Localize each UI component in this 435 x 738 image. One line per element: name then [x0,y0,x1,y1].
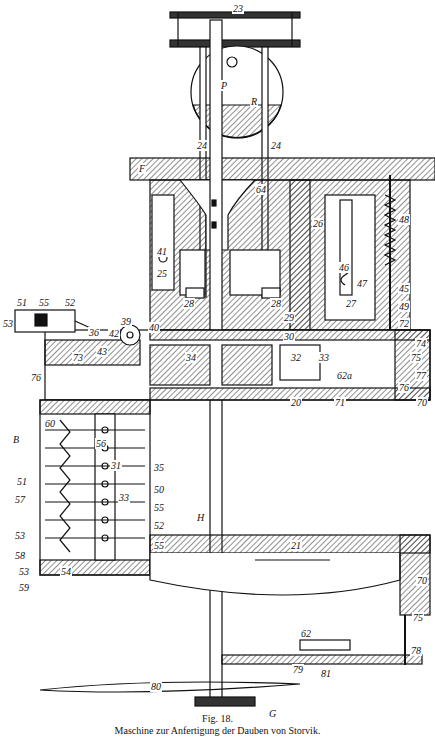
callout-number: 21 [290,540,302,551]
callout-number: 24 [196,140,208,151]
callout-number: 33 [118,492,130,503]
callout-number: 79 [292,664,304,675]
callout-number: 26 [312,218,324,229]
callout-number: 75 [412,612,424,623]
callout-number: 56 [95,438,107,449]
callout-number: 74 [415,338,427,349]
callout-number: B [12,434,20,445]
callout-number: 45 [398,283,410,294]
callout-number: 62 [300,628,312,639]
callout-number: 76 [398,382,410,393]
callout-number: 81 [320,668,332,679]
callout-number: 20 [290,397,302,408]
callout-number: 36 [88,327,100,338]
callout-number: 52 [153,520,165,531]
callout-number: 55 [38,297,50,308]
callout-number: 29 [283,312,295,323]
callout-number: 24 [270,140,282,151]
figure-caption: Maschine zur Anfertigung der Dauben von … [0,725,435,737]
callout-number: 47 [356,278,368,289]
callout-number: 48 [398,214,410,225]
callout-number: 50 [153,484,165,495]
callout-number: 34 [185,352,197,363]
callout-number: 39 [120,316,132,327]
callout-number: 33 [318,352,330,363]
figure-number: Fig. 18. [0,713,435,724]
callout-number: 73 [72,352,84,363]
callout-number: 55 [153,502,165,513]
callout-number: 31 [110,460,122,471]
callout-number: F [138,163,146,174]
callout-number: 72 [398,318,410,329]
callout-number: 64 [255,184,267,195]
callout-number: 51 [16,297,28,308]
callout-number: 23 [232,3,244,14]
callout-number: 80 [150,681,162,692]
callout-number: H [196,512,205,523]
callout-number: 25 [156,268,168,279]
callout-number: 35 [153,462,165,473]
callout-number: 52 [64,297,76,308]
callout-number: 41 [156,246,168,257]
callout-number: 60 [44,418,56,429]
callout-number: 40 [148,322,160,333]
callout-number: 51 [16,476,28,487]
callout-number: G [268,708,277,719]
callout-number: P [220,80,228,91]
callout-number: 62a [336,370,353,381]
callout-number: 32 [290,352,302,363]
callout-number: 54 [60,566,72,577]
callout-number: 42 [108,328,120,339]
callout-number: 53 [18,566,30,577]
callout-number: 77 [415,370,427,381]
callout-number: 59 [18,582,30,593]
callout-number: 49 [398,301,410,312]
callout-number: 43 [96,346,108,357]
callout-number: 76 [30,372,42,383]
callout-number: 46 [338,262,350,273]
callout-number: 78 [410,645,422,656]
callout-number: 57 [14,494,26,505]
callout-number: 27 [345,298,357,309]
callout-number: 53 [14,530,26,541]
callout-number: R [250,96,258,107]
callout-number: 53 [2,318,14,329]
callout-number: 75 [410,352,422,363]
callout-number: 58 [14,550,26,561]
callout-number: 70 [416,575,428,586]
callout-number: 28 [270,298,282,309]
callout-number: 28 [183,298,195,309]
callout-number: 71 [334,397,346,408]
callout-number: 70 [416,397,428,408]
callout-number: 30 [283,331,295,342]
callout-number: 55 [153,540,165,551]
